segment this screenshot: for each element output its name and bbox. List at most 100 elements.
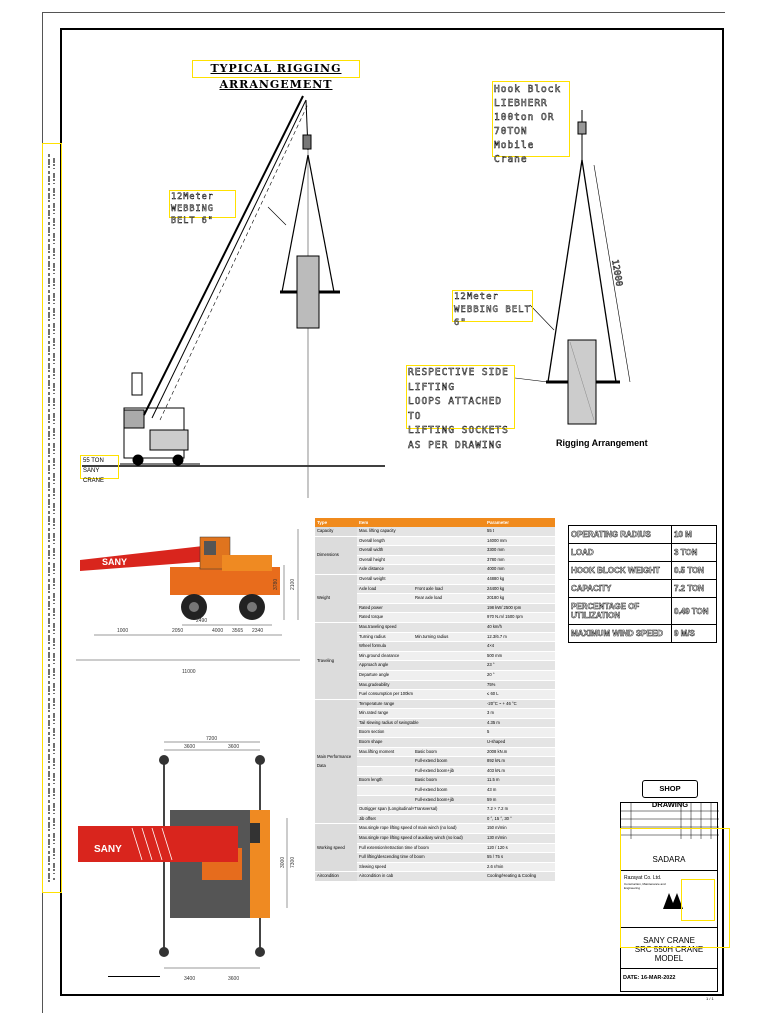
lifting-note-4: AS PER DRAWING (408, 439, 503, 451)
spec-item: Max.single rope lifting speed of auxilia… (357, 833, 486, 844)
spec-value: -20°C ~ + 46 °C (485, 699, 555, 710)
hook-line-1: Hook Block (494, 84, 562, 96)
spec-value: 198 kW/ 2500 rpm (485, 603, 555, 614)
spec-item (357, 766, 413, 777)
info-label: HOOK BLOCK WEIGHT (568, 561, 672, 580)
spec-value: 23 ° (485, 660, 555, 671)
crane-label: 55 TON SANY CRANE (80, 455, 119, 484)
spec-value: 4×4 (485, 641, 555, 652)
rigging-title: TYPICAL RIGGING ARRANGEMENT (192, 60, 360, 91)
spec-value: 59 m (485, 795, 555, 806)
spec-item: Fuel consumption per 100km (357, 689, 486, 700)
crane-side-sketch (120, 95, 312, 466)
side-dim-1: 2050 (172, 628, 183, 634)
info-label: MAXIMUM WIND SPEED (568, 624, 672, 643)
top-dim-6: 7300 (290, 857, 296, 868)
crane-top-view: SANY 7200 3600 3600 3400 3600 3000 7300 (78, 736, 296, 982)
belt-label-left: 12Meter WEBBING BELT 6" (169, 190, 236, 226)
belt-left-line-1: 12Meter (171, 192, 214, 202)
spec-category: Dimensions (315, 536, 357, 575)
spec-value: 24400 kg (485, 584, 555, 595)
spec-item: Temperature range (357, 699, 486, 710)
arabic-stamp-box (681, 879, 715, 921)
info-label: LOAD (568, 543, 672, 562)
spec-value: 4.35 m (485, 718, 555, 729)
spec-value: 12.3/6.7 m (485, 632, 555, 643)
info-value: 0.49 TON (671, 597, 717, 625)
spec-value: 20180 kg (485, 593, 555, 604)
spec-value: 892 kN.m (485, 756, 555, 767)
hook-line-2: LIEBHERR (494, 98, 548, 110)
spec-value: 2008 kN.m (485, 747, 555, 758)
lifting-note-1: RESPECTIVE SIDE LIFTING (408, 367, 509, 393)
spec-item: Boom length (357, 775, 413, 787)
spec-item: Overall width (357, 545, 486, 556)
lifting-note-label: RESPECTIVE SIDE LIFTING LOOPS ATTACHED T… (406, 365, 515, 451)
info-value: 3 TON (671, 543, 717, 562)
top-dim-1: 3600 (184, 744, 195, 750)
info-value: 10 M (671, 525, 717, 544)
spec-value: 43 m (485, 785, 555, 796)
spec-category: Working speed (315, 823, 357, 873)
spec-value: 0 °, 15 °, 30 ° (485, 814, 555, 825)
revision-grid (621, 803, 719, 839)
spec-value: 5 (485, 727, 555, 739)
rigging-drawing: 12000 (82, 95, 631, 498)
date-row: DATE: 16-MAR-2022 (621, 968, 717, 991)
spec-subitem: Basic boom (413, 775, 486, 787)
company-block: Razayat Co. Ltd. Construction, Maintenan… (621, 870, 717, 927)
belt-left-line-2: WEBBING BELT 6" (171, 204, 214, 226)
side-dim-5: 2340 (252, 628, 263, 634)
spec-item: Max.single rope lifting speed of main wi… (357, 823, 486, 834)
spec-value: 40 km/h (485, 622, 555, 633)
spec-item (357, 785, 413, 796)
spec-item: Full extension/retraction time of boom (357, 843, 486, 854)
top-boom (78, 826, 238, 862)
sheet-number: 1 / 1 (706, 996, 714, 1001)
spec-category: Capacity (315, 527, 357, 537)
lifting-note-3: LIFTING SOCKETS (408, 425, 509, 436)
crane-label-1: 55 TON (83, 458, 104, 464)
spec-item: Slewing speed (357, 862, 486, 873)
side-dim-4: 3565 (232, 628, 243, 634)
spec-value: 11.5 m (485, 775, 555, 787)
spec-item: Max.lifting moment (357, 747, 413, 758)
title-block: SADARA Razayat Co. Ltd. Construction, Ma… (620, 802, 719, 992)
client-name: SADARA (652, 855, 686, 864)
drawing-date: DATE: 16-MAR-2022 (623, 975, 676, 981)
hook-block-label: Hook Block LIEBHERR 100ton OR 70TON Mobi… (492, 81, 570, 165)
spec-item: Max. lifting capacity (357, 527, 486, 537)
info-label: CAPACITY (568, 579, 672, 598)
info-value: 0.5 TON (671, 561, 717, 580)
spec-item: Rated power (357, 603, 486, 614)
spec-value: 150 m/min (485, 823, 555, 834)
hook-line-3: 100ton OR 70TON (494, 112, 555, 138)
spec-item: Max.gradeability (357, 680, 486, 691)
spec-item: Jib offset (357, 814, 486, 825)
side-dim-2: 4000 (212, 628, 223, 634)
spec-value: 4000 mm (485, 564, 555, 575)
company-name: Razayat Co. Ltd. (624, 875, 662, 881)
spec-item: Wheel formula (357, 641, 486, 652)
